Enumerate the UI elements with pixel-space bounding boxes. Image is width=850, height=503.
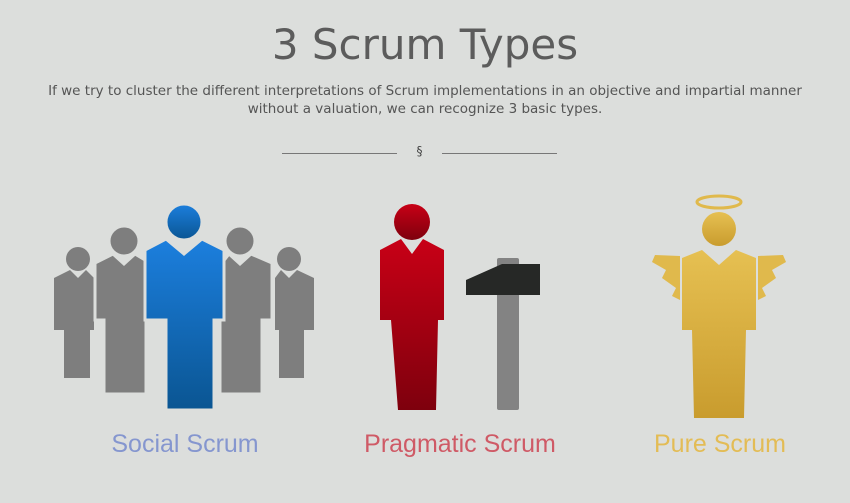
type-label-pure: Pure Scrum (654, 430, 786, 458)
group-of-people-icon (54, 202, 314, 412)
angel-person-icon (652, 194, 786, 418)
type-label-pragmatic: Pragmatic Scrum (364, 430, 556, 458)
divider-line-left (282, 153, 397, 154)
section-divider: § (282, 144, 557, 160)
page-title: 3 Scrum Types (271, 20, 579, 69)
section-symbol: § (416, 144, 423, 158)
divider-line-right (442, 153, 557, 154)
page-subtitle: If we try to cluster the different inter… (48, 83, 802, 117)
person-with-hammer-icon (380, 204, 540, 410)
type-label-social: Social Scrum (111, 430, 259, 458)
